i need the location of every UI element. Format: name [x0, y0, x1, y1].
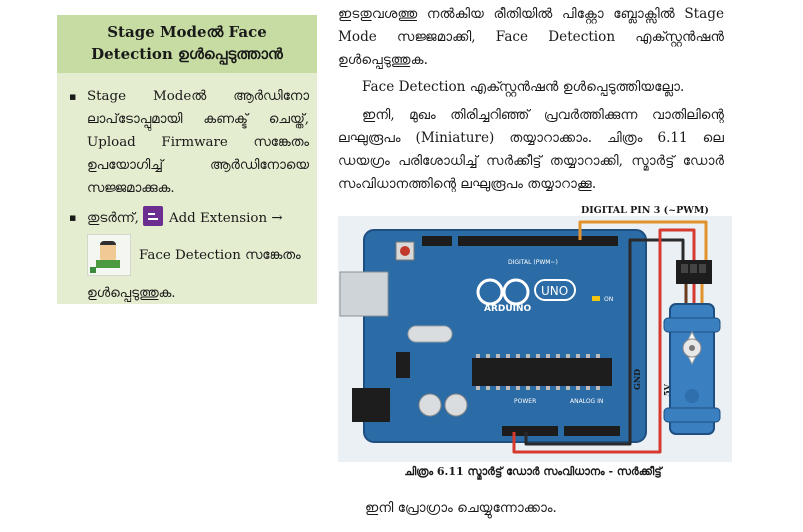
face-detection-thumbnail [87, 234, 131, 276]
power-label: POWER [514, 398, 536, 405]
usb-port [339, 271, 389, 317]
extension-icon [142, 206, 163, 226]
step-add-extension-pre: തുടർന്ന്, [87, 211, 139, 226]
closing-line: ഇനി പ്രോഗ്രാം ചെയ്യുന്നോക്കാം. [365, 500, 557, 516]
bullet-marker: ▪ [69, 90, 77, 103]
paragraph-stage-mode: ഇടതുവശത്തു നൽകിയ രീതിയിൽ പിക്റ്റോ ബ്ലോക്… [338, 6, 724, 68]
analog-header [564, 426, 620, 436]
servo-motor [663, 303, 721, 435]
on-label: ON [604, 296, 613, 303]
gnd-label: GND [632, 369, 642, 390]
arduino-logo-text: ARDUINO [484, 304, 532, 314]
digital-label: DIGITAL (PWM~) [508, 259, 558, 266]
paragraph-extension-added: Face Detection എക്സ്റ്റൻഷൻ ഉൾപ്പെടുത്തിയ… [362, 79, 685, 95]
capacitor-1 [418, 393, 442, 417]
figure-caption: ചിത്രം 6.11 സ്മാർട്ട് ഡോർ സംവിധാനം - സർക… [404, 465, 662, 478]
pin-label: DIGITAL PIN 3 (~PWM) [581, 205, 709, 216]
info-box-heading: Stage Modeൽ Face Detection ഉൾപ്പെടുത്താൻ [57, 15, 317, 73]
microcontroller-chip [472, 358, 612, 386]
face-detection-line: Face Detection സങ്കേതം [87, 234, 309, 276]
ground-wire [524, 238, 685, 446]
vcc-label: 5V [662, 383, 672, 396]
shirt-shape [96, 260, 120, 268]
step-add-extension: ▪ തുടർന്ന്, Add Extension → Face Detectio… [65, 206, 309, 305]
power-jack [352, 388, 390, 422]
capacitor-2 [444, 393, 468, 417]
step-upload-firmware-text: Stage Modeൽ ആർഡിനോ ലാപ്‌ടോപ്പുമായി കണക്ട… [87, 89, 309, 196]
stage-mode-info-box: Stage Modeൽ Face Detection ഉൾപ്പെടുത്താൻ… [57, 15, 317, 304]
power-wire [512, 228, 696, 454]
add-extension-label: Add Extension → [168, 211, 283, 226]
paragraph-miniature: ഇനി, മുഖം തിരിച്ചറിഞ്ഞ് പ്രവർത്തിക്കുന്ന… [338, 107, 724, 192]
digital-header [458, 236, 618, 246]
face-icon [100, 241, 116, 263]
bullet-marker: ▪ [69, 211, 77, 224]
step-upload-firmware: ▪ Stage Modeൽ ആർഡിനോ ലാപ്‌ടോപ്പുമായി കണക… [65, 85, 309, 200]
analog-label: ANALOG IN [570, 398, 603, 405]
power-header [502, 426, 558, 436]
check-mark [90, 267, 96, 273]
face-detection-label: Face Detection സങ്കേതം [139, 247, 301, 263]
crystal [407, 325, 453, 343]
signal-wire [578, 220, 708, 262]
arduino-board: DIGITAL (PWM~) ARDUINO UNO ON POWER ANAL… [339, 229, 647, 443]
uno-label: UNO [541, 284, 568, 298]
step-add-extension-end: ഉൾപ്പെടുത്തുക. [87, 286, 176, 301]
circuit-diagram: DIGITAL PIN 3 (~PWM) DIGITAL (PWM~) ARDU… [338, 205, 732, 462]
info-box-steps: ▪ Stage Modeൽ ആർഡിനോ ലാപ്‌ടോപ്പുമായി കണക… [57, 73, 317, 305]
